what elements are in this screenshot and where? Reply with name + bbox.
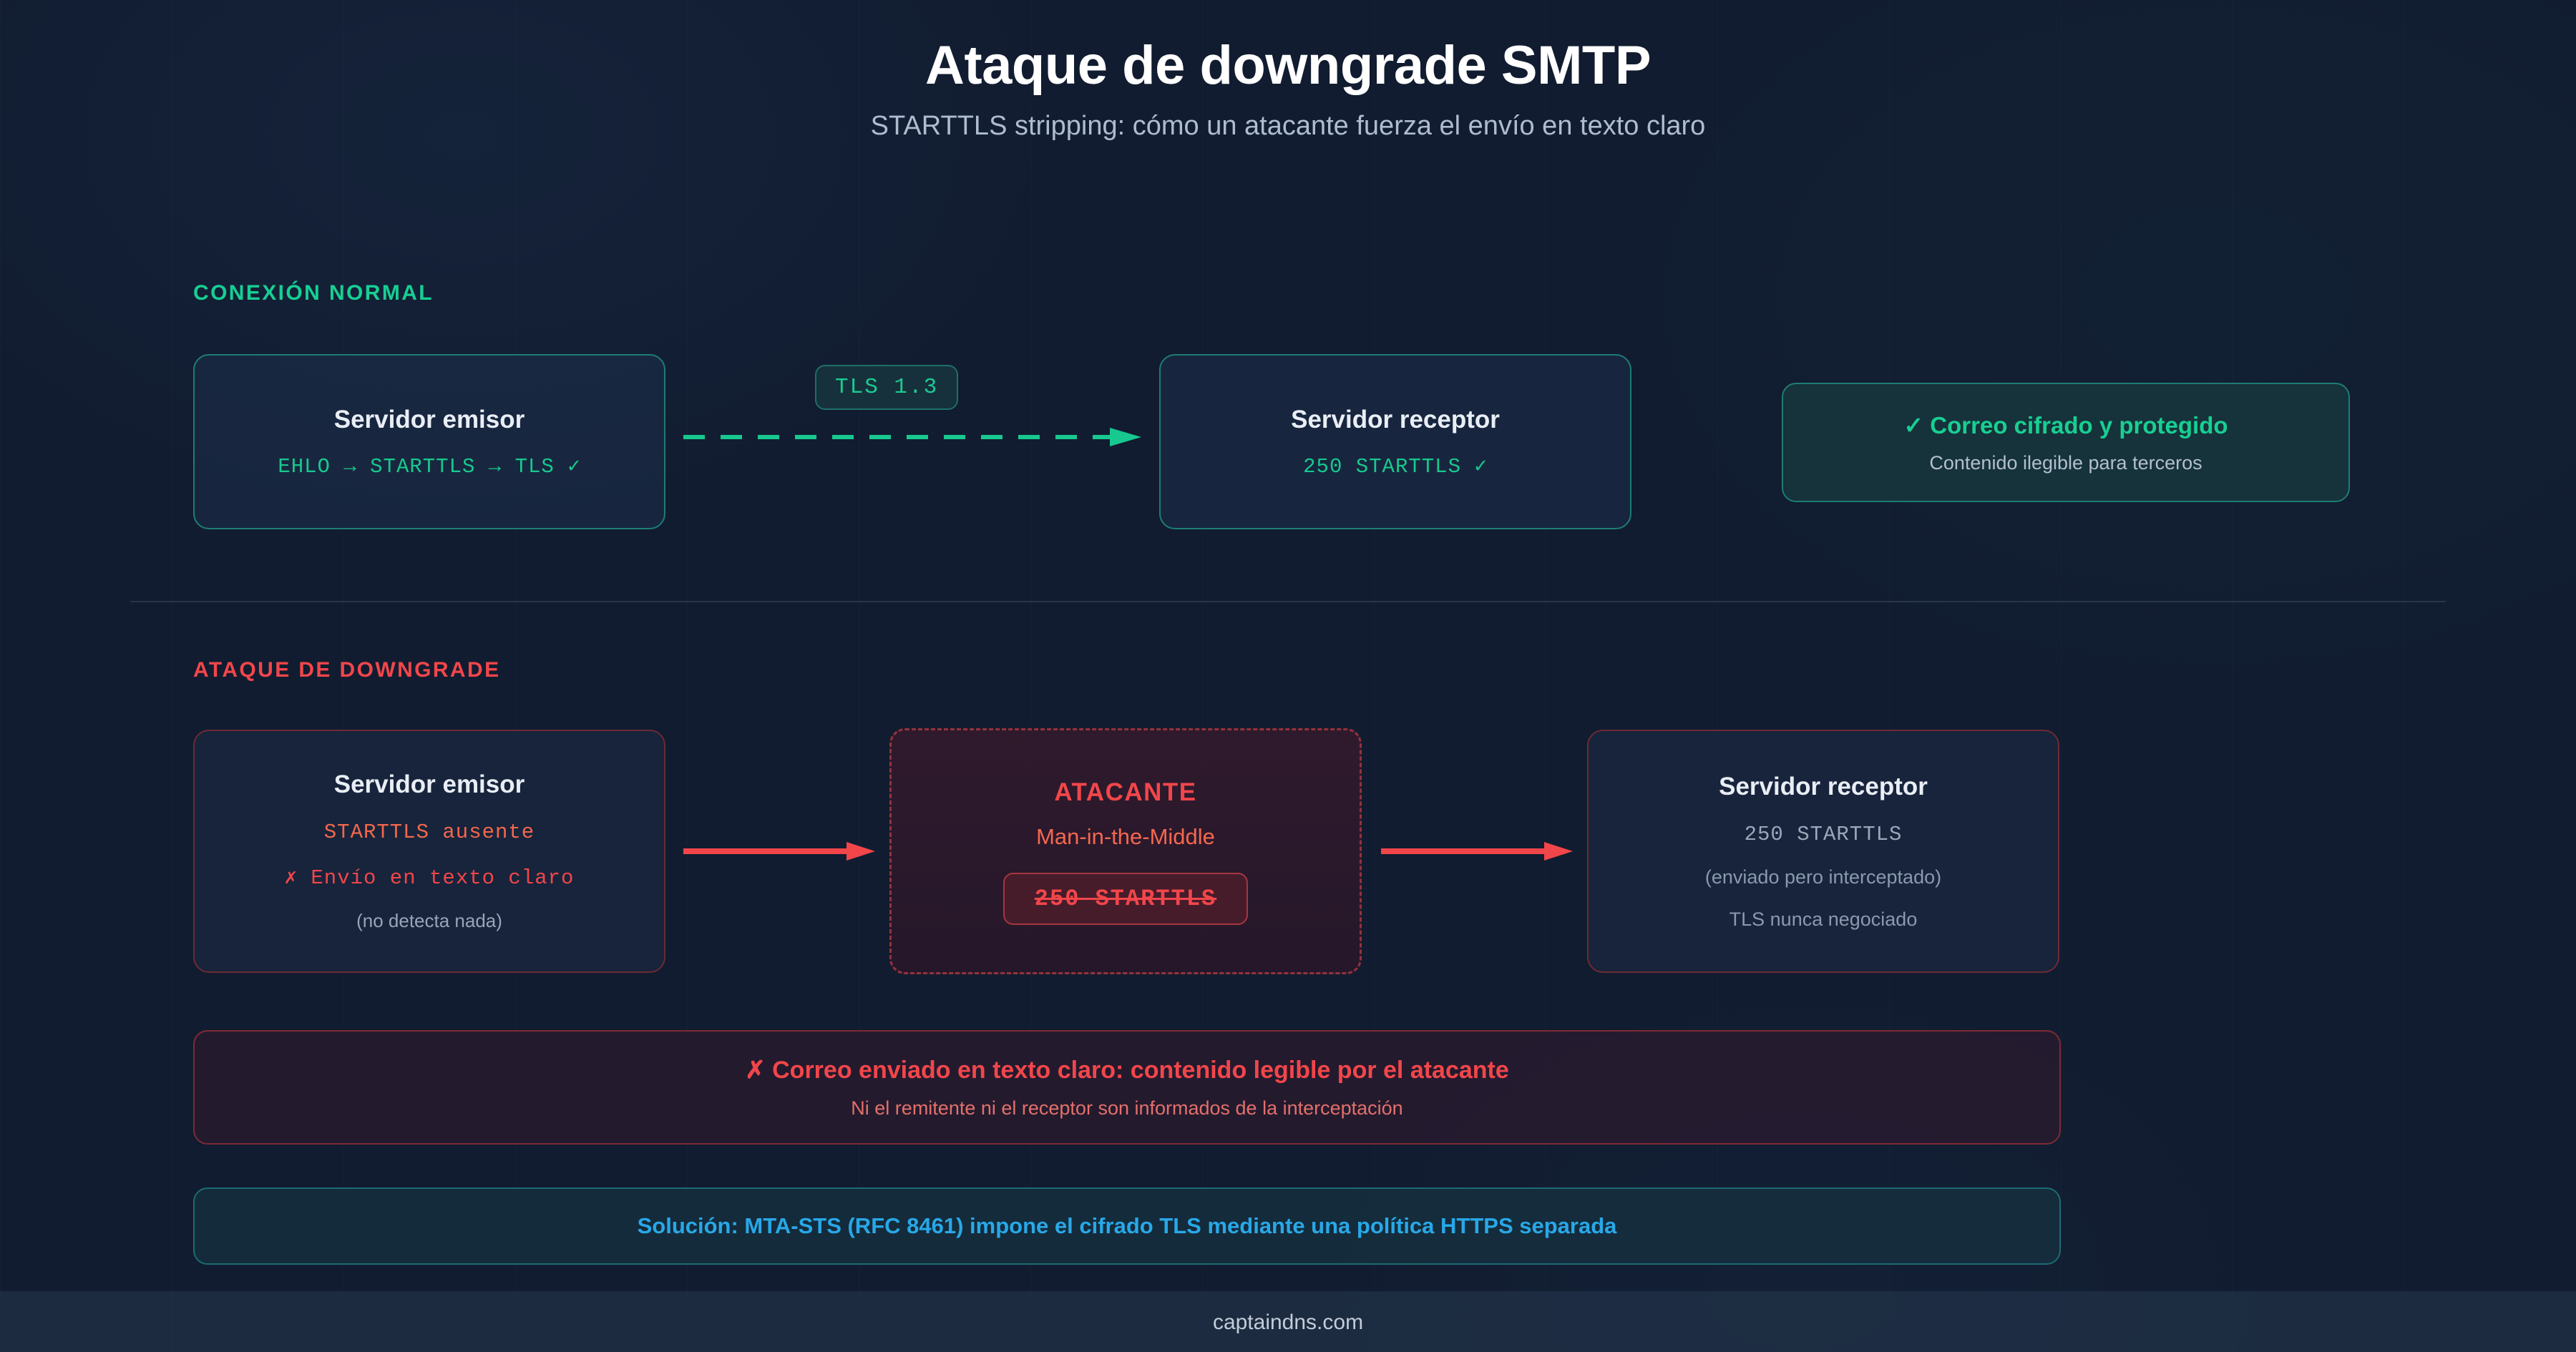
footer-site: captaindns.com [1212, 1311, 1364, 1334]
footer-band [0, 1291, 2576, 1352]
attack-receiver-title: Servidor receptor [1719, 772, 1928, 800]
section-label-normal: CONEXIÓN NORMAL [193, 281, 434, 305]
danger-banner-sub: Ni el remitente ni el receptor son infor… [851, 1097, 1403, 1119]
attack-receiver-node: Servidor receptor 250 STARTTLS (enviado … [1587, 730, 2059, 973]
section-divider [130, 601, 2446, 602]
normal-receiver-node: Servidor receptor 250 STARTTLS ✓ [1159, 354, 1631, 529]
arrow-head [847, 842, 875, 861]
normal-sender-title: Servidor emisor [333, 405, 525, 433]
attack-sender-line1: STARTTLS ausente [323, 820, 535, 844]
danger-banner: ✗ Correo enviado en texto claro: conteni… [193, 1030, 2061, 1145]
normal-receiver-detail: 250 STARTTLS ✓ [1303, 454, 1488, 479]
normal-sender-node: Servidor emisor EHLO → STARTTLS → TLS ✓ [193, 354, 665, 529]
normal-receiver-title: Servidor receptor [1291, 405, 1500, 433]
page-subtitle: STARTTLS stripping: cómo un atacante fue… [870, 110, 1706, 141]
normal-result-sub: Contenido ilegible para terceros [1929, 451, 2202, 474]
attack-receiver-line2: (enviado pero interceptado) [1704, 866, 1942, 888]
attack-sender-line3: (no detecta nada) [356, 910, 502, 931]
attack-sender-node: Servidor emisor STARTTLS ausente ✗ Envío… [193, 730, 665, 973]
header: Ataque de downgrade SMTP STARTTLS stripp… [0, 0, 2576, 142]
arrow-shaft [1381, 848, 1546, 854]
normal-sender-detail: EHLO → STARTTLS → TLS ✓ [278, 454, 581, 479]
attacker-node: ATACANTE Man-in-the-Middle 250 STARTTLS [889, 728, 1362, 974]
attack-receiver-line3: TLS nunca negociado [1729, 908, 1918, 930]
page-title: Ataque de downgrade SMTP [924, 35, 1652, 96]
arrow-shaft [683, 848, 848, 854]
arrow-head [1110, 428, 1141, 446]
section-label-attack: ATAQUE DE DOWNGRADE [193, 658, 501, 682]
attack-receiver-line1: 250 STARTTLS [1744, 822, 1903, 846]
danger-banner-main: ✗ Correo enviado en texto claro: conteni… [745, 1056, 1509, 1084]
arrow-head [1544, 842, 1573, 861]
solution-banner-text: Solución: MTA-STS (RFC 8461) impone el c… [637, 1213, 1617, 1238]
attack-sender-title: Servidor emisor [333, 770, 525, 798]
attack-sender-line2: ✗ Envío en texto claro [284, 866, 575, 890]
solution-banner: Solución: MTA-STS (RFC 8461) impone el c… [193, 1187, 2061, 1265]
arrow-right-icon-sender-to-attacker [683, 842, 877, 861]
stripped-starttls-chip: 250 STARTTLS [1002, 872, 1249, 925]
arrow-shaft [683, 435, 1113, 439]
tls-version-badge: TLS 1.3 [815, 365, 959, 410]
normal-result-main: ✓ Correo cifrado y protegido [1903, 411, 2228, 439]
attacker-subtitle: Man-in-the-Middle [1036, 823, 1215, 849]
dashed-arrow-right-icon [683, 428, 1156, 446]
normal-result-callout: ✓ Correo cifrado y protegido Contenido i… [1782, 383, 2350, 502]
attacker-title: ATACANTE [1054, 778, 1197, 806]
arrow-right-icon-attacker-to-receiver [1381, 842, 1574, 861]
